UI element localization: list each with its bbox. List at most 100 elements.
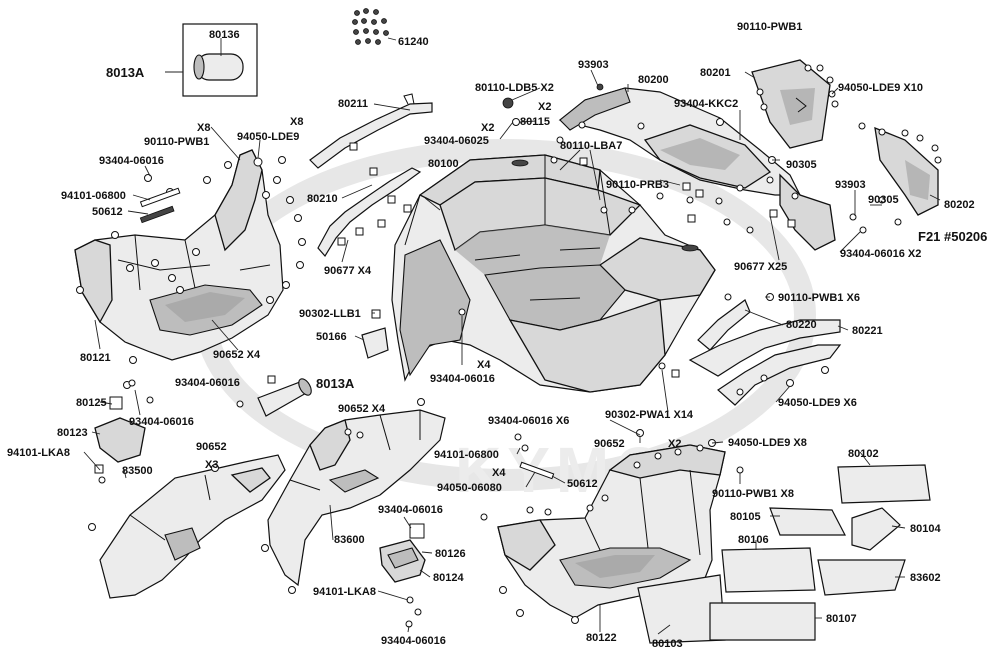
label-93404-06016-d: 93404-06016 <box>378 504 443 516</box>
label-80200: 80200 <box>638 74 669 86</box>
grab-bar-8013A <box>236 375 312 417</box>
label-94101-06800-left: 94101-06800 <box>61 190 126 202</box>
label-94050-lde9-x10: 94050-LDE9 X10 <box>838 82 923 94</box>
label-8013A-mid: 8013A <box>316 376 355 391</box>
label-93404-kkc2: 93404-KKC2 <box>674 98 738 110</box>
label-93404-06016-e: 93404-06016 <box>381 635 446 647</box>
label-93404-06016-c: 93404-06016 <box>129 416 194 428</box>
label-x2-b: X2 <box>538 101 551 113</box>
rear-fender-80200 <box>502 83 836 251</box>
label-83600: 83600 <box>334 534 365 546</box>
label-x4-mid: X4 <box>477 359 491 371</box>
front-fender-80100 <box>391 154 716 393</box>
label-50612-mid: 50612 <box>567 478 598 490</box>
label-93404-06025: 93404-06025 <box>424 135 489 147</box>
label-90302-llb1: 90302-LLB1 <box>299 308 361 320</box>
label-90302-pwa1: 90302-PWA1 X14 <box>605 409 694 421</box>
label-90110-pwb1-x8: 90110-PWB1 X8 <box>712 488 794 500</box>
label-x2-c: X2 <box>668 438 681 450</box>
right-footrest-80122 <box>480 429 744 624</box>
label-80126: 80126 <box>435 548 466 560</box>
label-80110-lba7: 80110-LBA7 <box>560 140 622 152</box>
label-x4-b: X4 <box>492 467 506 479</box>
label-93903-a: 93903 <box>578 59 609 71</box>
label-80202: 80202 <box>944 199 975 211</box>
label-61240: 61240 <box>398 36 429 48</box>
label-80220: 80220 <box>786 319 817 331</box>
brackets-80124-80126 <box>379 523 426 628</box>
bracket-80123 <box>94 379 219 484</box>
label-80221: 80221 <box>852 325 883 337</box>
label-90110-pwb1-top-right: 90110-PWB1 <box>737 21 802 33</box>
label-50166: 50166 <box>316 331 347 343</box>
label-90305-b: 90305 <box>868 194 899 206</box>
label-80110-ldb5: 80110-LDB5 X2 <box>475 82 554 94</box>
label-80125: 80125 <box>76 397 107 409</box>
label-90110-prb3: 90110-PRB3 <box>606 179 669 191</box>
side-panel-80201 <box>751 59 839 149</box>
label-90677-x25: 90677 X25 <box>734 261 787 273</box>
label-83500: 83500 <box>122 465 153 477</box>
label-94050-lde9-x6: 94050-LDE9 X6 <box>778 397 857 409</box>
label-93404-06016-f: 93404-06016 <box>430 373 495 385</box>
label-90652-x4-a: 90652 X4 <box>213 349 261 361</box>
label-94050-06080: 94050-06080 <box>437 482 502 494</box>
label-80107: 80107 <box>826 613 857 625</box>
label-83602: 83602 <box>910 572 941 584</box>
clip-50166 <box>361 308 466 359</box>
label-94050-lde9-left: 94050-LDE9 <box>237 131 299 143</box>
left-rear-panel-83500 <box>88 454 286 599</box>
label-80210: 80210 <box>307 193 338 205</box>
mats-group <box>637 464 931 644</box>
label-80123: 80123 <box>57 427 88 439</box>
label-80211: 80211 <box>338 98 368 110</box>
brackets-80220-80221 <box>658 293 842 406</box>
label-93404-06016-x2: 93404-06016 X2 <box>840 248 921 260</box>
label-50612-left: 50612 <box>92 206 123 218</box>
label-94101-lka8-bottom: 94101-LKA8 <box>313 586 376 598</box>
label-80104: 80104 <box>910 523 941 535</box>
label-93404-06016-b: 93404-06016 <box>175 377 240 389</box>
left-footrest-80121 <box>74 149 284 361</box>
label-f21-50206: F21 #50206 <box>918 229 987 244</box>
label-x3: X3 <box>205 459 218 471</box>
label-90677-x4: 90677 X4 <box>324 265 372 277</box>
label-80136: 80136 <box>209 29 240 41</box>
inset-detail <box>165 23 258 97</box>
label-80201: 80201 <box>700 67 731 79</box>
label-80124: 80124 <box>433 572 464 584</box>
label-90305-a: 90305 <box>786 159 817 171</box>
label-x8: X8 <box>290 116 303 128</box>
leader-lines <box>83 69 941 635</box>
label-x2-a: X2 <box>481 122 494 134</box>
label-93404-06016-x6: 93404-06016 X6 <box>488 415 569 427</box>
label-80100: 80100 <box>428 158 459 170</box>
label-90110-pwb1-x6: 90110-PWB1 X6 <box>778 292 860 304</box>
label-90652-x3: 90652 <box>196 441 227 453</box>
label-90652-x2: 90652 <box>594 438 625 450</box>
label-80102: 80102 <box>848 448 879 460</box>
label-80115: 80115 <box>520 116 550 128</box>
label-80122: 80122 <box>586 632 617 644</box>
label-x8-b: X8 <box>197 122 210 134</box>
label-94101-06800-mid: 94101-06800 <box>434 449 499 461</box>
label-80121: 80121 <box>80 352 111 364</box>
label-80105: 80105 <box>730 511 761 523</box>
right-rear-panel-83600 <box>261 398 446 594</box>
label-80106: 80106 <box>738 534 769 546</box>
part-labels: 61240 8013A 80136 80211 80210 90677 X4 X… <box>7 21 987 650</box>
label-90110-pwb1-left: 90110-PWB1 <box>144 136 209 148</box>
left-hardware <box>76 156 306 389</box>
label-80103: 80103 <box>652 638 683 650</box>
hardware-cluster-61240 <box>352 8 397 45</box>
label-8013A-inset: 8013A <box>106 65 145 80</box>
label-90652-x4-b: 90652 X4 <box>338 403 386 415</box>
label-93903-b: 93903 <box>835 179 866 191</box>
label-93404-06016-a: 93404-06016 <box>99 155 164 167</box>
label-94101-lka8-left: 94101-LKA8 <box>7 447 70 459</box>
label-94050-lde9-x8: 94050-LDE9 X8 <box>728 437 807 449</box>
side-panel-80202 <box>849 122 942 234</box>
front-brackets-80210-80211 <box>309 93 433 258</box>
